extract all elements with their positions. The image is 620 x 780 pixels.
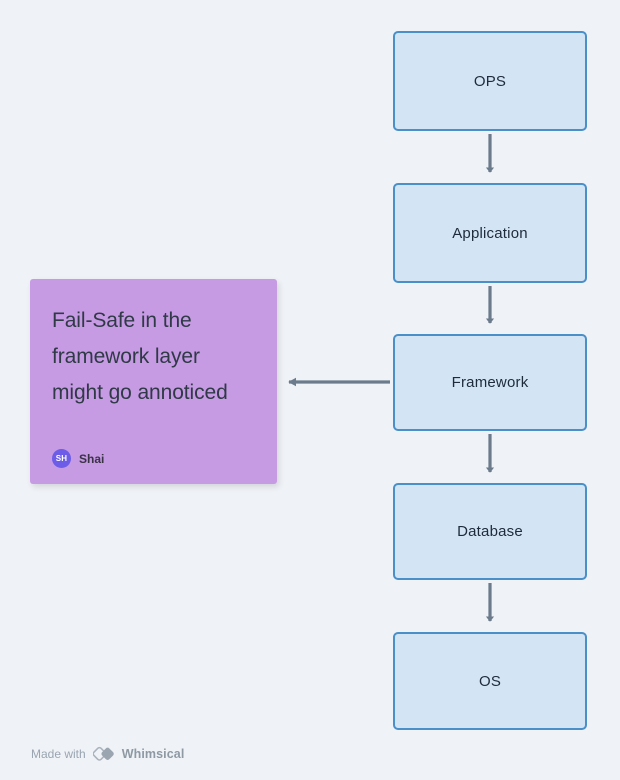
node-ops-label: OPS — [473, 72, 507, 90]
node-database-label: Database — [457, 523, 523, 540]
whimsical-logo-icon — [92, 746, 114, 761]
node-os-label: OS — [478, 672, 502, 690]
sticky-note-text: Fail-Safe in the framework layer might g… — [52, 309, 228, 405]
footer-made-with-label: Made with — [31, 747, 86, 761]
author-name: Shai — [79, 451, 105, 466]
node-os[interactable]: OS — [393, 632, 587, 730]
footer-attribution[interactable]: Made with Whimsical — [31, 745, 184, 763]
node-framework-label: Framework — [451, 374, 529, 391]
node-ops[interactable]: OPS — [393, 31, 587, 131]
node-application[interactable]: Application — [393, 183, 587, 283]
node-application-label: Application — [452, 224, 528, 242]
sticky-note[interactable]: Fail-Safe in the framework layer might g… — [30, 279, 277, 484]
sticky-note-author: SH Shai — [52, 449, 255, 468]
node-database[interactable]: Database — [393, 483, 587, 580]
footer-brand-label: Whimsical — [121, 747, 185, 761]
node-framework[interactable]: Framework — [393, 334, 587, 431]
avatar: SH — [52, 449, 71, 468]
